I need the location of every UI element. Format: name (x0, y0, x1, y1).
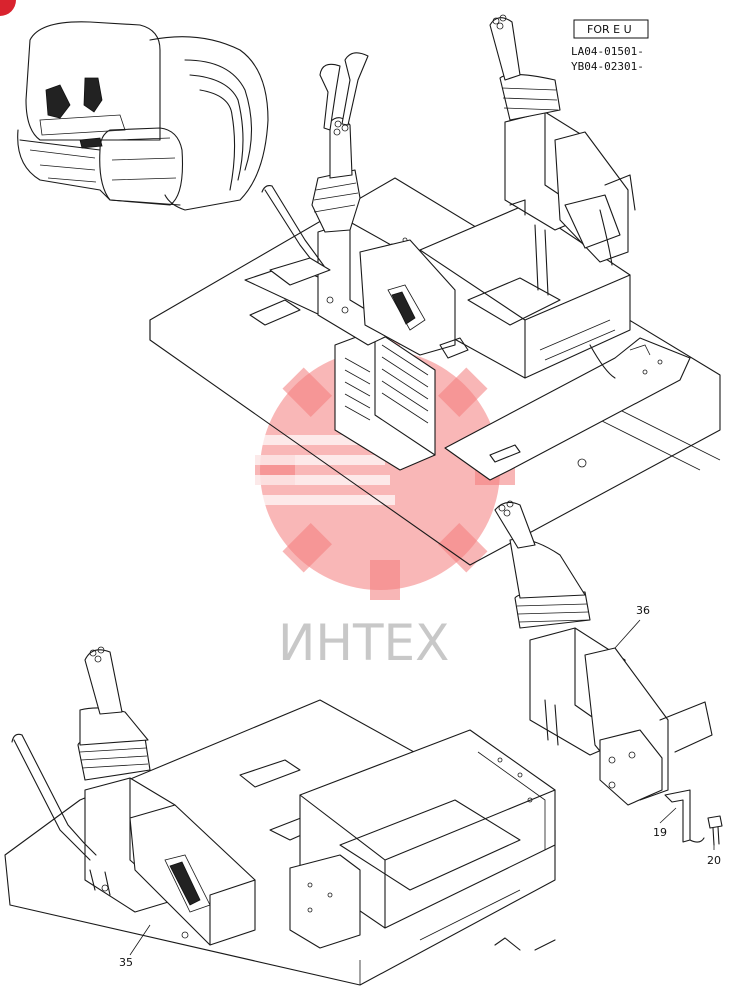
upper-left-control-stand (261, 52, 469, 359)
watermark-logo (230, 340, 515, 600)
market-spec-box: FOR E U (573, 19, 649, 39)
lower-side-panel (289, 854, 556, 951)
callout-35: 35 (119, 956, 133, 969)
upper-step-plate (444, 337, 691, 481)
watermark-text: ИНТЕХ (278, 614, 449, 672)
callout-20: 20 (707, 854, 721, 867)
bolt-20 (707, 815, 723, 846)
serial-range-2: YB04-02301- (571, 60, 644, 73)
market-label: FOR E U (587, 23, 632, 36)
leader-19 (659, 807, 677, 824)
upper-right-control-stand (489, 14, 636, 296)
callout-19: 19 (653, 826, 667, 839)
right-control-stand-36 (494, 500, 713, 806)
left-control-stand-35 (11, 646, 256, 946)
leader-35 (129, 924, 151, 956)
cab-overview-thumbnail (17, 21, 269, 211)
leader-36 (614, 619, 641, 649)
bracket-19 (664, 789, 705, 843)
serial-range-1: LA04-01501- (571, 45, 644, 58)
callout-36: 36 (636, 604, 650, 617)
corner-badge (0, 0, 16, 16)
